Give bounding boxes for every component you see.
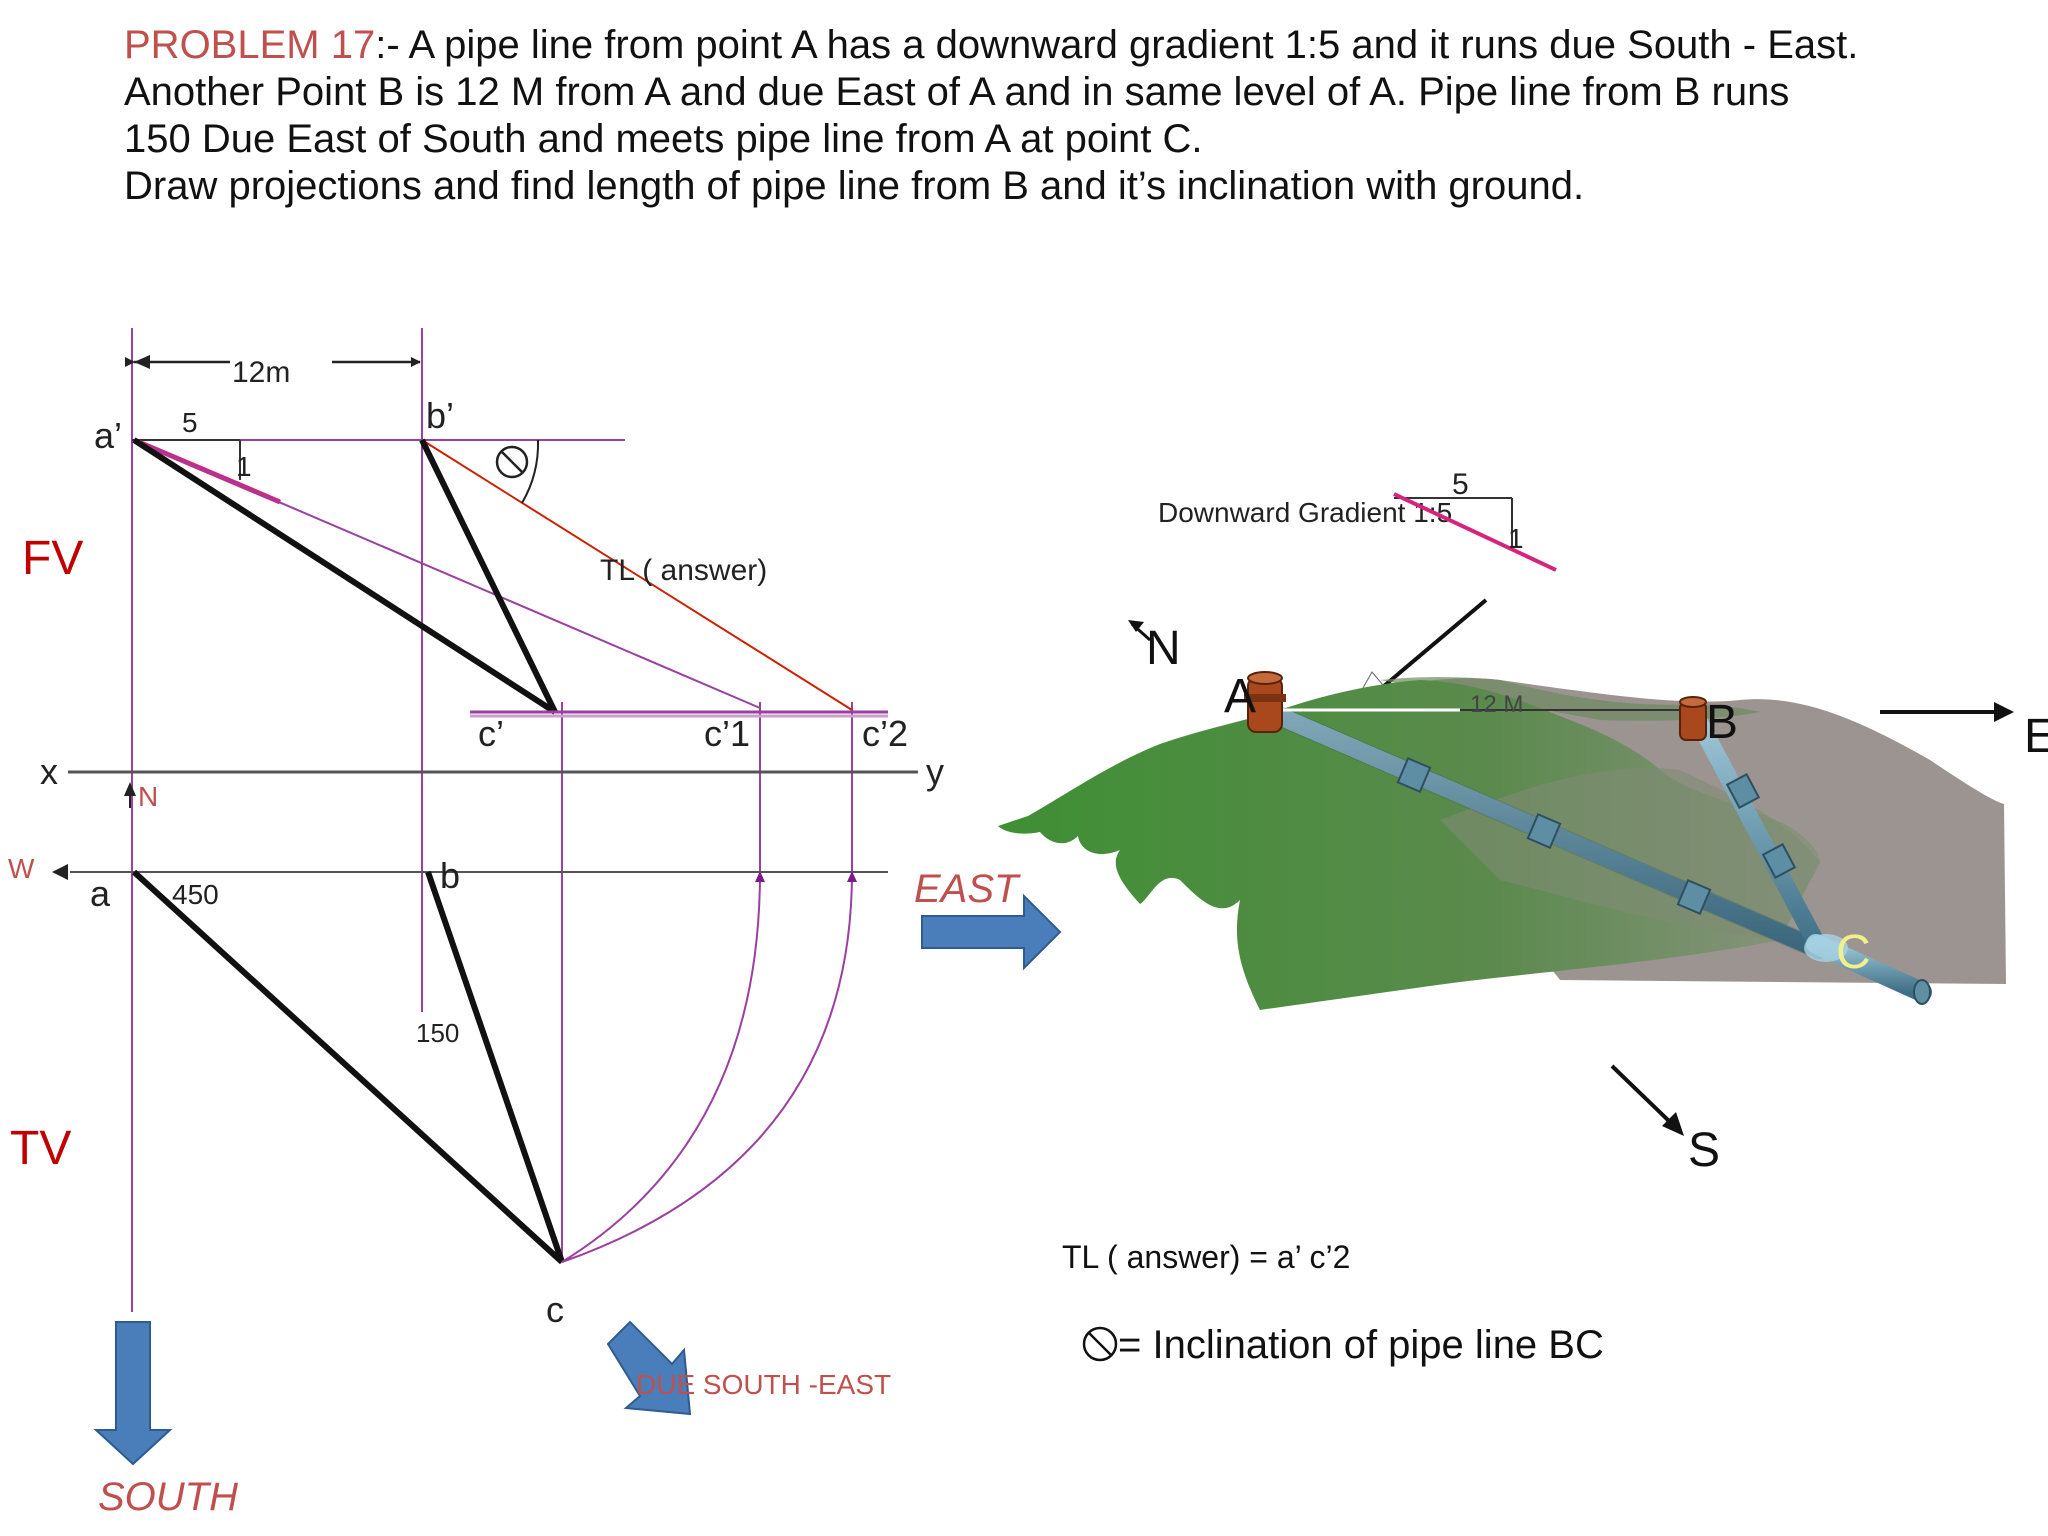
inclination-statement: = Inclination of pipe line BC [1118, 1323, 1604, 1367]
theta-icon [495, 445, 529, 479]
south-compass-line [1610, 1064, 1672, 1124]
orthographic-drawing: 12m 5 1 a’ b’ TL ( answer) c’ c’1 c’2 [8, 328, 1062, 1519]
valve-b-icon [1679, 696, 1707, 741]
west-arrow-icon [52, 864, 68, 880]
distance-12m-label: 12 M [1470, 691, 1523, 718]
problem-line-2: Another Point B is 12 M from A and due E… [124, 70, 1790, 114]
illus-north-label: N [1146, 622, 1181, 675]
pictorial-illustration: Downward Gradient 1:5 5 1 N E S [998, 468, 2048, 1177]
problem-statement: PROBLEM 17:- A pipe line from point A ha… [124, 22, 2004, 210]
label-c-prime: c’ [478, 713, 504, 754]
rotation-arc-c2 [561, 871, 857, 1263]
south-label: SOUTH [98, 1475, 238, 1519]
label-b-prime: b’ [426, 395, 454, 436]
valve-a-icon [1244, 671, 1286, 733]
label-a-prime: a’ [94, 415, 122, 456]
label-c1-prime: c’1 [704, 713, 750, 754]
illus-east-label: E [2024, 710, 2048, 763]
south-arrow-icon [93, 1321, 173, 1466]
point-c-label: C [1836, 926, 1871, 979]
theta-symbol-icon [1082, 1326, 1118, 1362]
top-view-ac [131, 869, 565, 1265]
illus-south-label: S [1688, 1124, 1720, 1177]
gradient-symbol-line [1393, 492, 1557, 572]
front-view-bc [419, 438, 558, 714]
pipe-coupling [1676, 879, 1712, 915]
west-label: W [8, 853, 35, 884]
south-compass-arrow-icon [1662, 1112, 1684, 1136]
due-south-east-label: DUE SOUTH -EAST [636, 1369, 891, 1400]
top-view-bc [425, 871, 565, 1263]
answer-notes: TL ( answer) = a’ c’2 = Inclination of p… [1062, 1239, 1604, 1367]
downward-gradient-label: Downward Gradient 1:5 [1158, 497, 1452, 528]
gradient-rise-1: 1 [236, 451, 252, 482]
true-length-line [421, 439, 853, 711]
pipe-coupling [1725, 773, 1761, 809]
pipe-end [1913, 979, 1931, 1005]
east-arrow-icon [921, 893, 1062, 971]
front-view-ac [132, 437, 557, 715]
green-hill [998, 680, 1820, 1010]
label-y: y [926, 751, 944, 792]
pipe-coupling [1526, 813, 1562, 849]
problem-line-3: 150 Due East of South and meets pipe lin… [124, 117, 1203, 161]
north-arrow-icon [124, 782, 136, 808]
dimension-arrowhead-left [134, 355, 150, 369]
label-x: x [40, 751, 58, 792]
illus-gradient-run: 5 [1452, 468, 1469, 501]
north-compass-arrow-icon [1128, 620, 1144, 632]
label-a: a [90, 873, 111, 914]
dimension-12m: 12m [232, 356, 290, 389]
construction-a-prime-c1 [133, 439, 761, 709]
label-b: b [440, 855, 460, 896]
problem-label: PROBLEM 17 [124, 23, 376, 67]
angle-450-label: 450 [172, 879, 219, 910]
east-label: EAST [914, 867, 1021, 911]
pipe-coupling [1761, 843, 1797, 879]
tl-answer-label: TL ( answer) [600, 554, 767, 587]
problem-line-4: Draw projections and find length of pipe… [124, 164, 1585, 208]
pointer-arrow-shaft [1382, 598, 1488, 688]
gradient-run-5: 5 [182, 407, 198, 438]
junction-c [1804, 934, 1848, 962]
problem-line-1: :- A pipe line from point A has a downwa… [375, 23, 1859, 67]
label-c: c [546, 1289, 564, 1330]
front-view-label: FV [22, 532, 83, 585]
tl-answer-statement: TL ( answer) = a’ c’2 [1062, 1239, 1350, 1275]
illus-gradient-rise: 1 [1508, 523, 1524, 554]
rotation-arc-c1 [561, 871, 765, 1263]
inclination-arc [521, 439, 540, 504]
east-compass-arrow-icon [1994, 702, 2014, 722]
angle-150-label: 150 [416, 1018, 459, 1048]
north-label: N [138, 781, 158, 812]
pipe-coupling [1396, 757, 1432, 793]
label-c2-prime: c’2 [862, 713, 908, 754]
southeast-arrow-icon [606, 1320, 692, 1416]
point-a-label: A [1224, 670, 1256, 723]
hill-shading [1440, 768, 1820, 940]
top-view-label: TV [10, 1122, 71, 1175]
point-b-label: B [1706, 696, 1738, 749]
pipe-bc [1691, 715, 1827, 955]
